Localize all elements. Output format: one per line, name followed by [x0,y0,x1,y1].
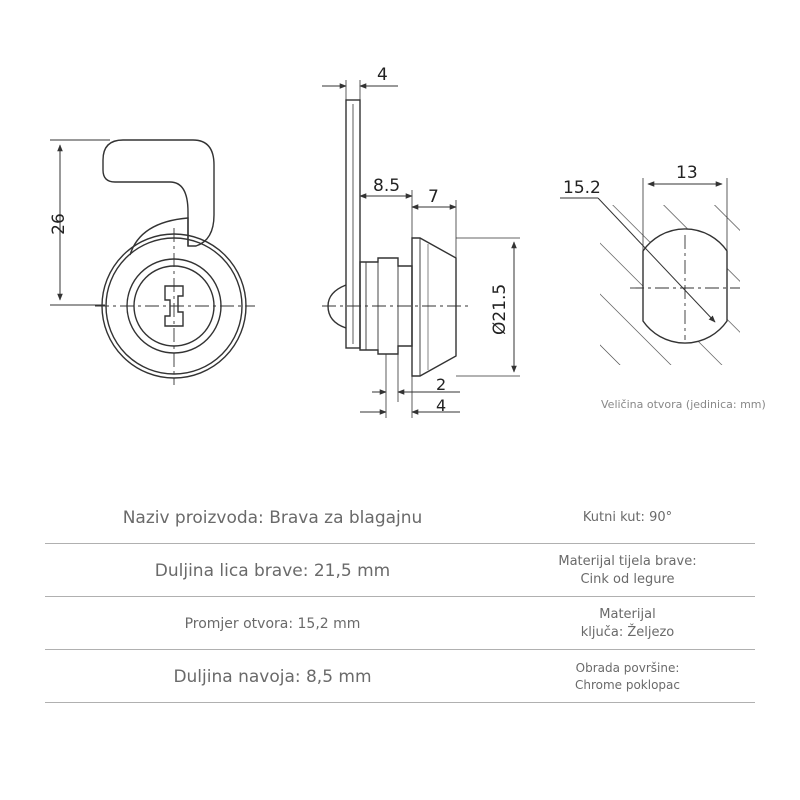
spec-angle: Kutni kut: 90° [500,492,755,544]
side-view [322,80,520,418]
dim-gap-large-label: 4 [436,396,446,415]
cam-blade [102,139,215,247]
dim-hole-flat-width-label: 13 [676,163,698,183]
spec-row: Duljina navoja: 8,5 mm Obrada površine: … [45,651,755,703]
spec-surface-finish-line2: Chrome poklopac [574,678,681,692]
hatched-panel [600,205,740,365]
spec-surface-finish-line1: Obrada površine: [575,661,680,675]
hole-view [560,178,740,365]
dim-height-label: 26 [49,213,69,235]
spec-angle-text: Kutni kut: 90° [582,510,673,525]
spec-row: Naziv proizvoda: Brava za blagajnu Kutni… [45,492,755,544]
row-divider [45,543,755,544]
spec-key-material: Materijal ključa: Željezo [500,598,755,650]
face-head [411,237,457,377]
cam-stop [327,284,347,329]
spec-key-material-line2: ključa: Željezo [580,625,675,640]
dim-plate-thickness-label: 4 [377,65,388,85]
hole-outline [642,228,728,344]
spec-product-name: Naziv proizvoda: Brava za blagajnu [122,508,423,528]
dim-gap-small-label: 2 [436,375,446,394]
spec-key-material-line1: Materijal [599,607,656,622]
row-divider [45,702,755,703]
spec-face-length: Duljina lica brave: 21,5 mm [154,561,391,581]
spec-thread-length: Duljina navoja: 8,5 mm [173,667,372,687]
cam-body [129,217,189,256]
dim-face-diameter-label: Ø21.5 [490,284,510,335]
row-divider [45,649,755,650]
technical-drawing: 26 [49,65,740,418]
spec-body-material-line2: Cink od legure [580,572,675,587]
dim-head-length-label: 7 [428,187,439,207]
spec-body-material: Materijal tijela brave: Cink od legure [500,545,755,597]
dim-thread-length-label: 8.5 [373,176,400,196]
dim-hole-diameter-label: 15.2 [563,178,601,198]
key-slot [164,285,184,327]
front-view [50,139,255,385]
spec-row: Duljina lica brave: 21,5 mm Materijal ti… [45,545,755,597]
spec-surface-finish: Obrada površine: Chrome poklopac [500,651,755,703]
spec-hole-diameter: Promjer otvora: 15,2 mm [184,616,361,632]
spec-row: Promjer otvora: 15,2 mm Materijal ključa… [45,598,755,650]
hole-size-caption: Veličina otvora (jedinica: mm) [601,398,766,411]
spec-body-material-line1: Materijal tijela brave: [558,554,697,569]
row-divider [45,596,755,597]
